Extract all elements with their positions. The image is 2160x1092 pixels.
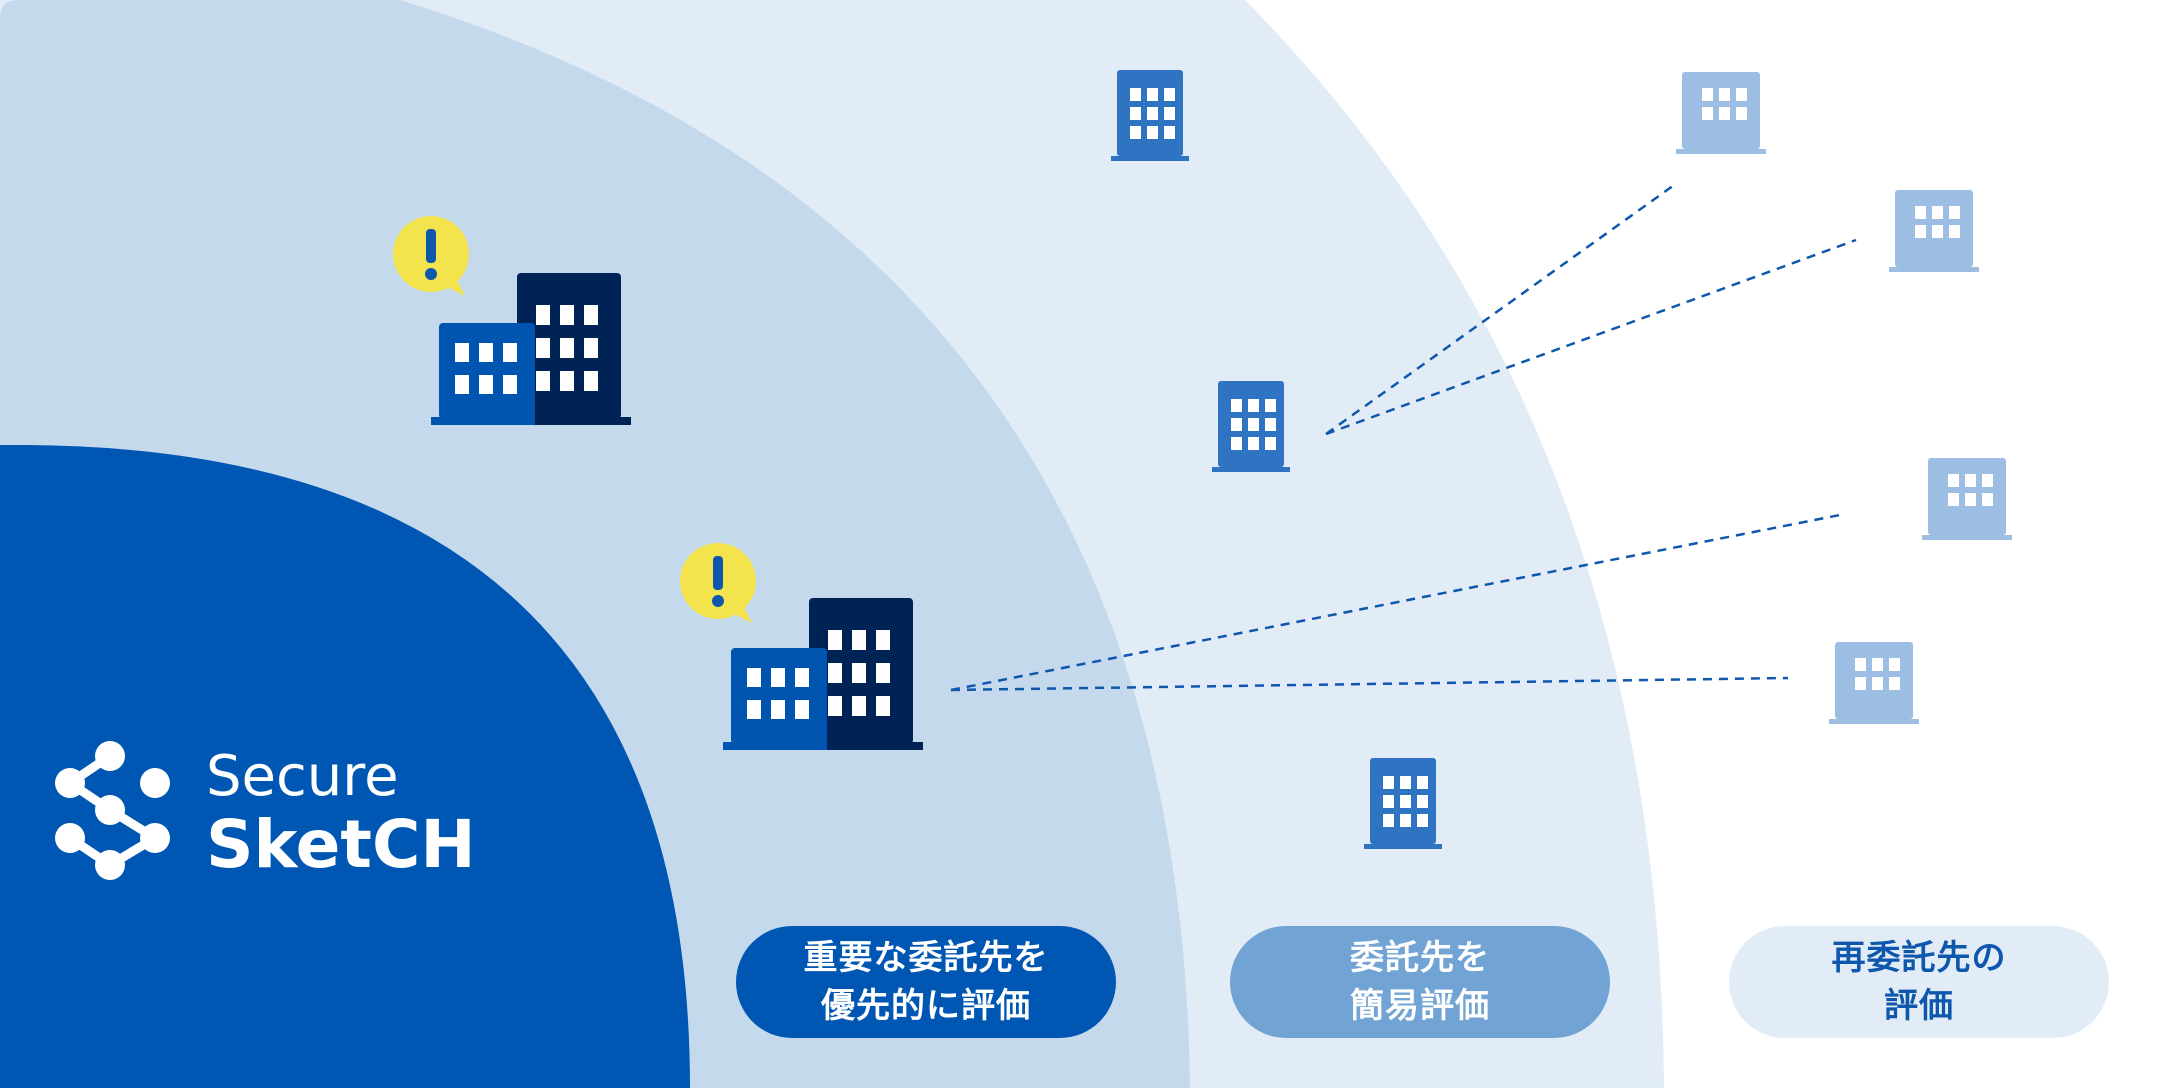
sub-building-icon — [1922, 458, 2012, 540]
logo-line-1: Secure — [206, 744, 399, 809]
connector-line — [1325, 181, 1678, 436]
label-line: 再委託先の — [1831, 938, 2007, 978]
core-area-important-vendors — [0, 445, 690, 1088]
connector-line — [1325, 238, 1857, 436]
logo-line-2: SketCH — [206, 806, 476, 883]
secure-sketch-logo-icon — [55, 741, 170, 880]
sub-building-icon — [1889, 190, 1979, 272]
building-icon — [1212, 381, 1290, 472]
label-line: 優先的に評価 — [821, 986, 1031, 1026]
building-icon — [1364, 758, 1442, 849]
sub-building-icon — [1829, 642, 1919, 724]
secure-sketch-logo: Secure SketCH — [206, 746, 476, 882]
label-subcontractors: 再委託先の 評価 — [1729, 926, 2109, 1038]
label-line: 委託先を — [1350, 938, 1490, 978]
label-important-vendors: 重要な委託先を 優先的に評価 — [736, 926, 1116, 1038]
sub-building-icon — [1676, 72, 1766, 154]
connector-line — [950, 512, 1846, 692]
connector-lines — [950, 181, 1857, 692]
label-vendors: 委託先を 簡易評価 — [1230, 926, 1610, 1038]
label-line: 評価 — [1884, 986, 1954, 1026]
connector-line — [950, 676, 1789, 692]
label-line: 簡易評価 — [1350, 986, 1490, 1026]
label-line: 重要な委託先を — [803, 938, 1049, 978]
building-icon — [1111, 70, 1189, 161]
